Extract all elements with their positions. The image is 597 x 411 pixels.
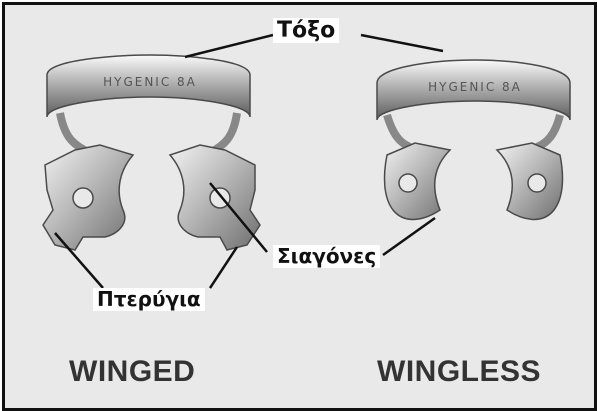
wings-leader-right	[208, 246, 239, 289]
bow-label: Τόξο	[273, 18, 340, 44]
bow-leader-left	[184, 33, 274, 59]
winged-clamp: HYGENIC 8A	[42, 54, 261, 251]
wingless-caption: WINGLESS	[377, 355, 542, 388]
leader-lines	[54, 33, 444, 289]
wingless-clamp: HYGENIC 8A	[376, 59, 571, 221]
winged-clamp-bow	[46, 54, 251, 118]
jaws-label: Σιαγόνες	[273, 245, 381, 268]
bow-leader-right	[360, 33, 444, 53]
wings-leader-left	[54, 232, 104, 289]
wingless-clamp-engraving: HYGENIC 8A	[428, 80, 522, 94]
winged-clamp-engraving: HYGENIC 8A	[103, 75, 197, 89]
wingless-clamp-bow	[376, 59, 571, 121]
jaws-leader-left	[209, 182, 268, 253]
clamp-illustration: HYGENIC 8A HYGENIC 8A	[42, 33, 571, 289]
winged-caption: WINGED	[69, 355, 196, 388]
wings-label: Πτερύγια	[93, 288, 205, 311]
jaws-leader-right	[382, 216, 436, 257]
